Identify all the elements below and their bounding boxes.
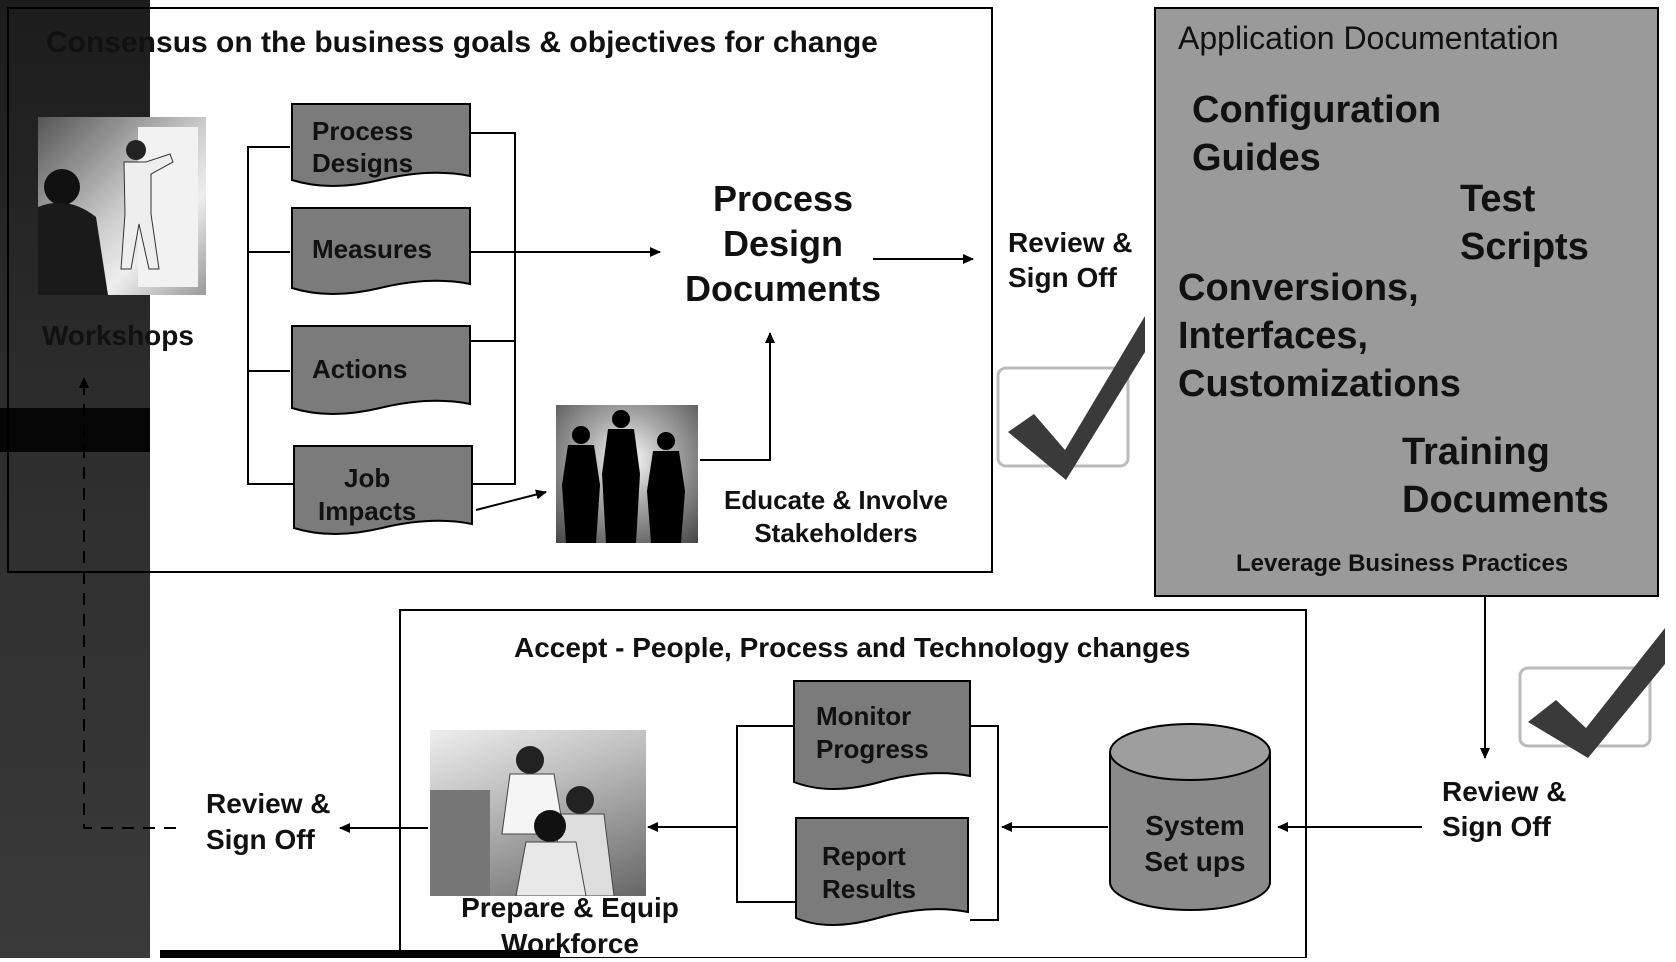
review-line: Review &: [1008, 227, 1133, 258]
doc-label-line: Designs: [312, 148, 414, 178]
monitor-left-bracket: [736, 725, 796, 903]
review-line: Sign Off: [1442, 811, 1551, 842]
doc-shape-measures: [291, 207, 471, 295]
app-doc-line: Interfaces,: [1178, 315, 1369, 357]
review-line: Sign Off: [206, 824, 315, 855]
doc-label-job-impacts: Job Impacts: [318, 462, 416, 528]
workshop-photo: [38, 117, 206, 295]
report-line: Report: [822, 841, 906, 871]
training-documents: Training Documents: [1402, 428, 1609, 524]
system-setups-label: System Set ups: [1130, 808, 1260, 880]
stakeholders-photo: [556, 405, 698, 543]
review-signoff-top: Review & Sign Off: [1008, 225, 1133, 295]
review-line: Review &: [206, 788, 331, 819]
monitor-line: Monitor: [816, 701, 912, 731]
report-results-label: Report Results: [822, 840, 916, 906]
app-doc-line: Documents: [1402, 479, 1609, 521]
report-line: Results: [822, 874, 916, 904]
leverage-label: Leverage Business Practices: [1236, 550, 1569, 577]
doc-shape-job-impacts: [293, 445, 473, 535]
docs-left-bracket: [247, 146, 295, 485]
pdd-line: Process: [712, 178, 854, 219]
review-line: Review &: [1442, 776, 1567, 807]
doc-label-line: Process: [312, 116, 414, 146]
educate-line: Stakeholders: [754, 518, 918, 548]
top-box-title: Consensus on the business goals & object…: [46, 26, 878, 59]
app-doc-line: Configuration: [1192, 89, 1442, 131]
arrow-jobimpacts-to-stakeholders: [475, 489, 547, 511]
doc-shape-process-designs: [291, 103, 471, 187]
monitor-line: Progress: [816, 734, 929, 764]
app-doc-line: Training: [1402, 431, 1550, 473]
system-line: Set ups: [1144, 846, 1246, 877]
dashed-loop-arrow: [79, 377, 176, 829]
educate-line: Educate & Involve: [724, 485, 948, 515]
arrow-stakeholders-to-pdd: [700, 332, 775, 461]
system-line: System: [1145, 810, 1245, 841]
system-setups-cylinder: [1109, 723, 1271, 911]
prepare-line: Prepare & Equip: [461, 892, 679, 923]
monitor-progress-label: Monitor Progress: [816, 700, 929, 766]
doc-label-process-designs: Process Designs: [312, 115, 413, 179]
app-doc-line: Test: [1460, 178, 1536, 220]
bottom-box-frame: [399, 609, 1307, 958]
doc-shape-report-results: [795, 817, 969, 926]
process-design-documents: Process Design Documents: [668, 176, 898, 311]
pdd-line: Documents: [684, 268, 882, 309]
app-doc-line: Scripts: [1460, 226, 1589, 268]
bottom-decor-bar: [160, 950, 560, 958]
monitor-right-bracket: [970, 725, 999, 921]
doc-shape-actions: [291, 325, 471, 415]
doc-label-actions: Actions: [312, 354, 408, 384]
checkmark-icon: [1528, 628, 1665, 758]
app-doc-line: Guides: [1192, 137, 1321, 179]
doc-label-measures: Measures: [312, 234, 432, 264]
app-doc-line: Customizations: [1178, 363, 1461, 405]
educate-label: Educate & Involve Stakeholders: [712, 484, 960, 550]
app-doc-title: Application Documentation: [1178, 20, 1559, 56]
doc-label-line: Impacts: [318, 496, 417, 526]
docs-right-bracket: [470, 132, 516, 485]
doc-label-line: Job: [344, 463, 391, 493]
workforce-photo: [430, 730, 646, 896]
conversions-interfaces: Conversions, Interfaces, Customizations: [1178, 264, 1461, 408]
app-doc-line: Conversions,: [1178, 267, 1419, 309]
app-doc-box: [1154, 7, 1659, 597]
config-guides: Configuration Guides: [1192, 86, 1441, 182]
bottom-box-title: Accept - People, Process and Technology …: [514, 632, 1191, 663]
workshops-label: Workshops: [42, 320, 194, 351]
left-decor-band: [0, 408, 150, 452]
top-box-frame: [7, 7, 993, 573]
review-line: Sign Off: [1008, 262, 1117, 293]
review-signoff-right: Review & Sign Off: [1442, 774, 1567, 844]
test-scripts: Test Scripts: [1460, 175, 1589, 271]
pdd-line: Design: [722, 223, 844, 264]
review-signoff-left: Review & Sign Off: [206, 786, 331, 858]
checkmark-icon: [1008, 316, 1145, 480]
doc-shape-monitor-progress: [793, 680, 971, 790]
